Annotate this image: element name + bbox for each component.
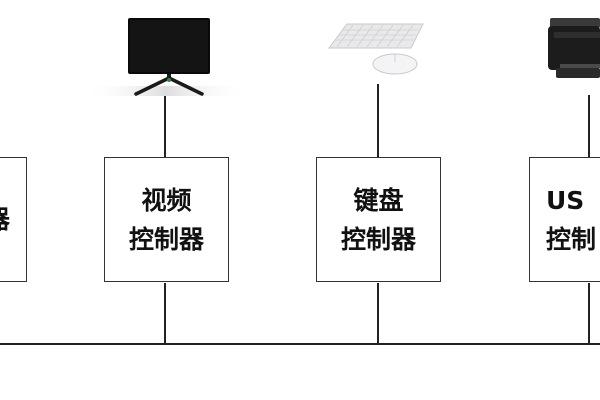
system-bus-line [0,343,600,345]
controller-keyboard-line1: 键盘 [353,185,404,215]
controller-usb-line1: US [546,185,585,215]
connector-keyboard-bus [377,283,379,344]
printer-icon [546,12,600,90]
connector-video-bus [164,283,166,344]
controller-keyboard-line2: 控制器 [340,224,416,254]
controller-box-video: 视频 控制器 [104,157,229,282]
controller-left-line2: 器 [0,200,10,239]
controller-usb-line2: 控制 [546,224,597,254]
controller-box-usb: US 控制 [529,157,600,282]
controller-box-left-partial: 器 [0,157,27,282]
connector-usb-bus [588,283,590,344]
keyboard-mouse-icon [323,18,429,80]
controller-video-line2: 控制器 [128,224,204,254]
connector-printer-usb [588,95,590,158]
connector-monitor-video [164,95,166,158]
controller-video-line1: 视频 [141,185,192,215]
monitor-icon [84,12,248,98]
controller-box-keyboard: 键盘 控制器 [316,157,441,282]
connector-keyboard-controller [377,84,379,158]
